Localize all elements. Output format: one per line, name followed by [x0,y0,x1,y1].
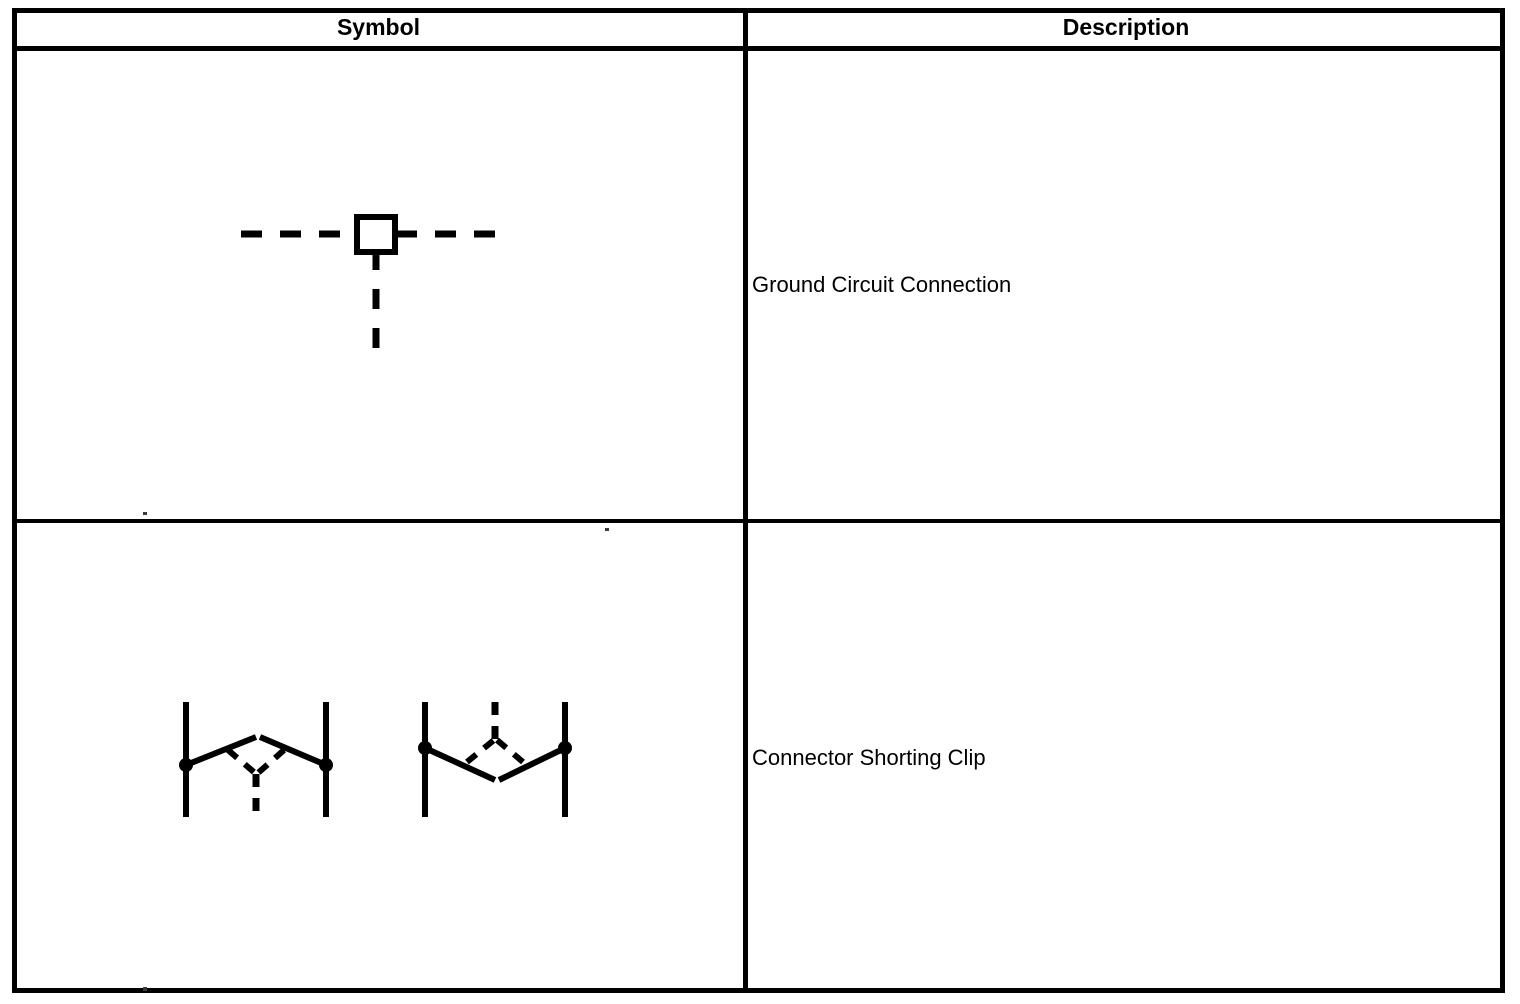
column-header-symbol: Symbol [336,14,421,40]
header-row-divider [12,46,1505,51]
clip-left-blade-b [258,734,328,768]
description-connector-shorting-clip: Connector Shorting Clip [752,745,986,770]
column-divider [743,8,748,993]
ground-circuit-connection-symbol [230,200,530,370]
clip-left-dashed-lead-a [226,747,257,776]
clip-right-blade-b [497,745,567,783]
ground-terminal-square [354,214,398,255]
clip-right-dashed-lead-a [465,737,496,765]
scan-speck [605,528,609,531]
connector-shorting-clip-symbol [170,690,590,830]
description-ground-circuit-connection: Ground Circuit Connection [752,272,1012,297]
ground-circuit-connection-drawing [241,214,513,361]
clip-right-dashed-lead-b [495,737,525,765]
scan-speck [143,987,147,991]
connector-shorting-clip-drawing [179,699,572,817]
shorting-clip-left [179,702,333,817]
clip-left-blade-a [184,734,258,768]
symbol-table [12,8,1505,993]
shorting-clip-right [418,699,572,817]
clip-left-dashed-lead-b [256,747,286,776]
column-header-description: Description [1062,14,1190,40]
scan-speck [143,512,147,515]
row-divider [12,519,1505,523]
clip-right-blade-a [423,745,497,783]
